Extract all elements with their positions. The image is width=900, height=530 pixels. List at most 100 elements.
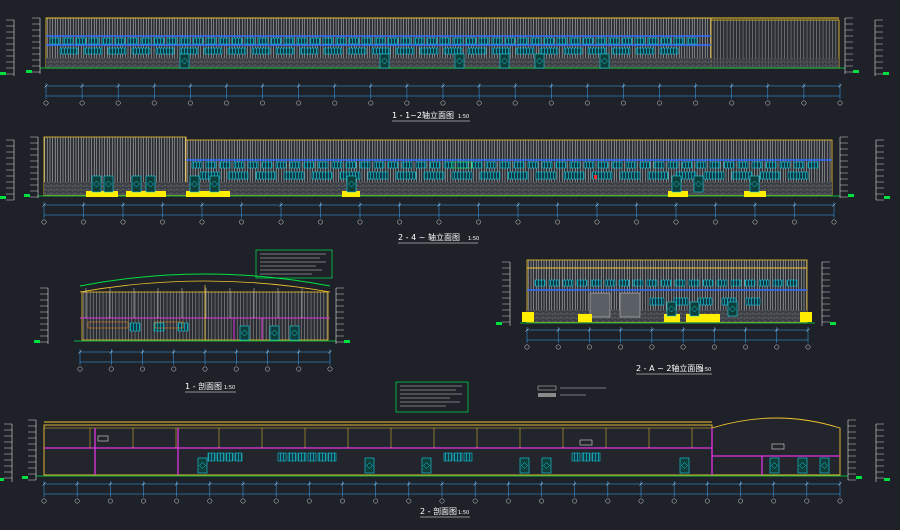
dimension-slash bbox=[141, 482, 146, 486]
window bbox=[275, 47, 295, 55]
door-mark bbox=[366, 462, 373, 469]
title-text: 2 - 剖面图 bbox=[420, 506, 457, 516]
dimension-slash bbox=[296, 84, 301, 88]
dimension-slash bbox=[328, 350, 332, 354]
window bbox=[608, 37, 620, 45]
grid-bubble bbox=[404, 100, 410, 106]
dimension-slash bbox=[806, 328, 810, 332]
window bbox=[569, 161, 581, 169]
door-mark bbox=[536, 57, 543, 65]
window bbox=[695, 161, 707, 169]
window bbox=[621, 37, 633, 45]
dimension-slash bbox=[116, 84, 120, 88]
window bbox=[587, 47, 607, 55]
room-tag bbox=[771, 443, 785, 450]
dimension-slash bbox=[307, 482, 312, 486]
door bbox=[346, 175, 357, 193]
level-marker bbox=[496, 322, 502, 325]
dimension-slash bbox=[172, 350, 176, 354]
grid-bubble bbox=[77, 366, 83, 372]
window bbox=[452, 37, 464, 45]
scale-text: 1:50 bbox=[224, 385, 235, 391]
window bbox=[675, 171, 697, 180]
dimension-slash bbox=[595, 203, 599, 207]
grid-bubble bbox=[524, 344, 530, 350]
dimension-slash bbox=[81, 203, 86, 207]
window bbox=[723, 161, 735, 169]
window bbox=[563, 171, 585, 180]
window bbox=[205, 37, 217, 45]
grid-bubble bbox=[621, 100, 626, 106]
door-mark bbox=[133, 180, 140, 188]
door-mark bbox=[543, 462, 550, 469]
grid-bubble bbox=[239, 219, 244, 225]
grid-bubble bbox=[187, 100, 193, 106]
window bbox=[233, 161, 245, 169]
grid-bubble bbox=[439, 498, 445, 504]
window bbox=[129, 322, 141, 332]
window bbox=[227, 171, 249, 180]
grid-bubble bbox=[440, 100, 446, 106]
scale-text: 1:50 bbox=[468, 236, 479, 242]
grid-bubble bbox=[306, 498, 312, 504]
dimension-slash bbox=[672, 482, 676, 486]
dimension-slash bbox=[473, 482, 477, 486]
dimension-slash bbox=[109, 350, 113, 354]
window bbox=[374, 37, 386, 45]
window bbox=[632, 279, 644, 287]
level-marker bbox=[856, 476, 862, 479]
grid-bubble bbox=[260, 100, 265, 106]
grid-bubble bbox=[115, 100, 121, 106]
dimension-slash bbox=[200, 203, 204, 207]
window bbox=[649, 297, 665, 306]
grid-bubble bbox=[373, 498, 379, 504]
window bbox=[539, 47, 559, 55]
grid-bubble bbox=[605, 498, 611, 504]
grid-bubble bbox=[634, 219, 639, 225]
window bbox=[491, 47, 511, 55]
level-marker bbox=[853, 70, 859, 73]
door-mark bbox=[751, 180, 758, 188]
dimension-slash bbox=[477, 84, 481, 88]
room-label-frame bbox=[154, 321, 184, 329]
window bbox=[674, 279, 686, 287]
window bbox=[499, 161, 511, 169]
window bbox=[307, 452, 317, 462]
door bbox=[749, 175, 760, 193]
dimension-slash bbox=[634, 203, 639, 207]
window bbox=[507, 171, 529, 180]
window bbox=[597, 161, 609, 169]
window bbox=[317, 161, 329, 169]
scale-text: 1:50 bbox=[700, 367, 711, 373]
door bbox=[197, 457, 208, 474]
window bbox=[83, 47, 103, 55]
window bbox=[207, 452, 216, 462]
door-mark bbox=[105, 180, 112, 188]
dimension-slash bbox=[832, 203, 836, 207]
grid-bubble bbox=[505, 498, 511, 504]
grid-bubble bbox=[743, 344, 748, 350]
grid-bubble bbox=[738, 498, 743, 504]
grid-bubble bbox=[406, 498, 412, 504]
window bbox=[299, 47, 319, 55]
window bbox=[681, 161, 693, 169]
door-mark bbox=[211, 180, 218, 188]
window bbox=[697, 297, 713, 306]
window bbox=[62, 37, 74, 45]
window bbox=[345, 161, 357, 169]
door bbox=[769, 457, 780, 474]
dimension-slash bbox=[333, 84, 337, 88]
window bbox=[373, 161, 385, 169]
window bbox=[716, 279, 728, 287]
scale-text: 1:50 bbox=[458, 510, 469, 516]
dimension-slash bbox=[265, 350, 270, 354]
dimension-slash bbox=[657, 84, 662, 88]
window bbox=[709, 161, 721, 169]
window bbox=[535, 171, 557, 180]
window bbox=[465, 37, 477, 45]
window bbox=[297, 452, 307, 462]
title-text: 2 - 4 ~ 轴立面图 bbox=[398, 232, 460, 242]
door bbox=[269, 325, 280, 341]
window bbox=[730, 279, 742, 287]
